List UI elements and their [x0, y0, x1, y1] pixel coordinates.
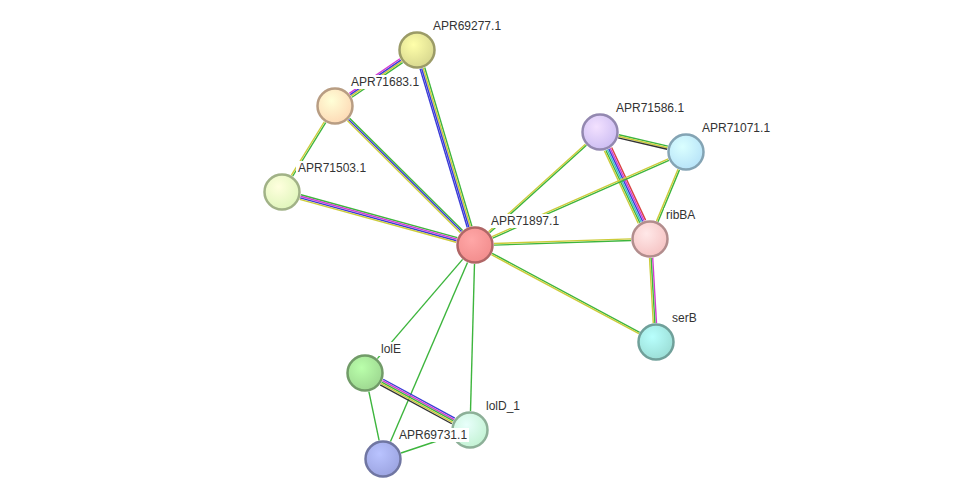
node-disc — [633, 222, 668, 257]
evidence-line — [420, 69, 467, 228]
protein-node: APR69277.1 — [398, 31, 436, 69]
evidence-line — [382, 382, 454, 421]
node-disc — [400, 33, 435, 68]
interaction-edge — [380, 379, 455, 423]
node-label: ribBA — [664, 208, 697, 222]
node-circle — [398, 31, 436, 69]
evidence-line — [300, 198, 456, 241]
node-circle — [631, 220, 669, 258]
node-circle — [456, 226, 494, 264]
node-disc — [318, 89, 353, 124]
interaction-edge — [650, 258, 657, 323]
protein-node: lolE — [346, 354, 384, 392]
node-circle — [637, 323, 675, 361]
interaction-edge — [369, 392, 379, 441]
interaction-edge — [491, 253, 639, 333]
evidence-line — [301, 195, 457, 238]
node-label: lolE — [379, 342, 403, 356]
evidence-line — [490, 145, 587, 233]
evidence-line — [491, 255, 639, 334]
node-disc — [265, 175, 300, 210]
interaction-edge — [489, 144, 587, 233]
protein-node: ribBA — [631, 220, 669, 258]
evidence-line — [377, 259, 462, 358]
interaction-edge — [618, 135, 668, 150]
evidence-line — [301, 196, 457, 239]
protein-node: APR71503.1 — [263, 173, 301, 211]
node-label: APR71503.1 — [296, 161, 368, 175]
node-circle — [364, 440, 402, 478]
interaction-edge — [420, 68, 472, 228]
node-label: APR71897.1 — [489, 214, 561, 228]
protein-node: APR71897.1 — [456, 226, 494, 264]
node-disc — [348, 356, 383, 391]
node-disc — [583, 115, 618, 150]
evidence-line — [381, 383, 453, 422]
node-circle — [346, 354, 384, 392]
node-label: APR69277.1 — [431, 19, 503, 33]
node-label: serB — [670, 311, 699, 325]
protein-node: APR71683.1 — [316, 87, 354, 125]
evidence-line — [494, 239, 631, 244]
evidence-line — [380, 385, 452, 424]
node-label: APR71683.1 — [349, 75, 421, 89]
node-disc — [458, 228, 493, 263]
protein-node: APR71071.1 — [667, 133, 705, 171]
interaction-edge — [494, 239, 631, 245]
protein-node: APR71586.1 — [581, 113, 619, 151]
interaction-edge — [471, 264, 475, 411]
node-label: APR71071.1 — [700, 121, 772, 135]
evidence-line — [383, 379, 455, 418]
interaction-edge — [377, 259, 462, 358]
node-disc — [669, 135, 704, 170]
node-label: APR69731.1 — [397, 428, 469, 442]
evidence-line — [300, 199, 456, 242]
evidence-line — [369, 392, 379, 441]
evidence-line — [619, 136, 668, 147]
evidence-line — [492, 253, 640, 332]
evidence-line — [471, 264, 475, 411]
protein-node: APR69731.1 — [364, 440, 402, 478]
node-label: lolD_1 — [484, 399, 522, 413]
evidence-line — [422, 68, 469, 227]
node-disc — [639, 325, 674, 360]
node-disc — [366, 442, 401, 477]
protein-node: serB — [637, 323, 675, 361]
evidence-line — [489, 144, 586, 232]
interaction-edge — [300, 195, 458, 243]
node-label: APR71586.1 — [614, 101, 686, 115]
node-circle — [263, 173, 301, 211]
node-circle — [581, 113, 619, 151]
evidence-line — [618, 138, 667, 149]
evidence-line — [650, 258, 654, 323]
node-circle — [667, 133, 705, 171]
node-circle — [316, 87, 354, 125]
evidence-line — [382, 381, 454, 420]
